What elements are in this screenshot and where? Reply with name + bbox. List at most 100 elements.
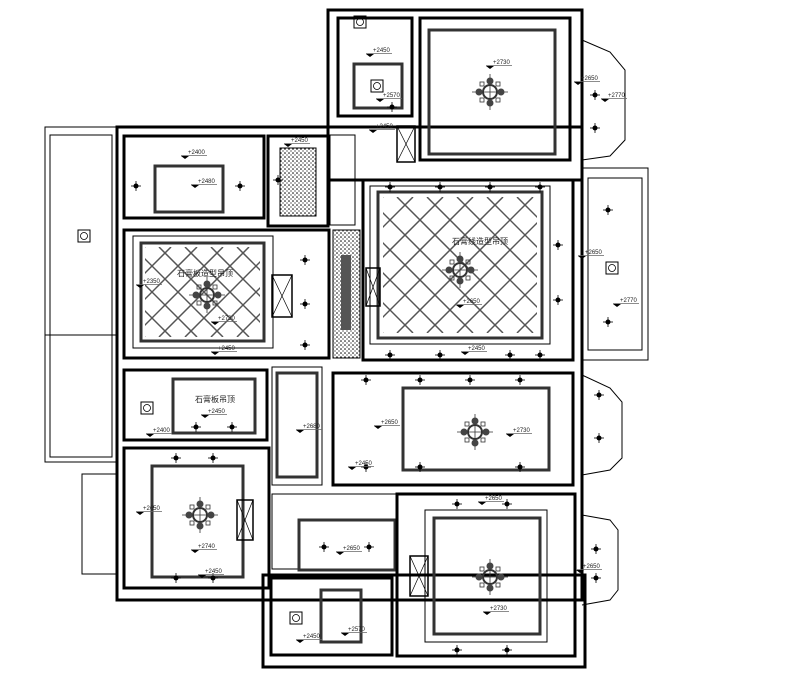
ac-vent-icon bbox=[396, 125, 416, 163]
downlight-icon bbox=[361, 375, 371, 385]
level-mark: +2480 bbox=[191, 179, 217, 188]
ceiling-lamp-icon bbox=[77, 229, 91, 243]
downlight-icon bbox=[387, 102, 397, 112]
level-triangle-icon bbox=[376, 99, 384, 102]
ceiling-level-marks: +2400 +2480 +2450 +2450 +2570 +2730 +2650 +2770… bbox=[136, 48, 639, 643]
downlight-icon bbox=[485, 182, 495, 192]
walls bbox=[44, 8, 649, 669]
ceiling-lamp-icon bbox=[605, 261, 619, 275]
level-value: +2450 bbox=[208, 409, 226, 415]
level-triangle-icon bbox=[578, 256, 586, 259]
level-mark: +2650 bbox=[576, 564, 602, 573]
level-mark: +2650 bbox=[578, 250, 604, 259]
level-value: +2770 bbox=[608, 93, 626, 99]
level-value: +2450 bbox=[303, 634, 321, 640]
level-value: +2450 bbox=[291, 138, 309, 144]
level-triangle-icon bbox=[483, 612, 491, 615]
level-value: +2450 bbox=[205, 569, 223, 575]
level-value: +2480 bbox=[198, 179, 216, 185]
chandelier-icon bbox=[182, 497, 218, 533]
level-value: +2400 bbox=[153, 428, 171, 434]
chandelier-icon bbox=[442, 252, 478, 288]
level-triangle-icon bbox=[284, 144, 292, 147]
downlight-icon bbox=[603, 205, 613, 215]
level-mark: +2650 bbox=[456, 299, 482, 308]
level-triangle-icon bbox=[181, 156, 189, 159]
level-triangle-icon bbox=[211, 322, 219, 325]
downlight-icon bbox=[235, 181, 245, 191]
downlight-icon bbox=[603, 317, 613, 327]
level-mark: +2570 bbox=[376, 93, 402, 102]
level-mark: +2650 bbox=[574, 76, 600, 85]
level-triangle-icon bbox=[296, 640, 304, 643]
downlight-icon bbox=[502, 645, 512, 655]
level-mark: +2650 bbox=[136, 506, 162, 515]
downlight-icon bbox=[171, 453, 181, 463]
level-triangle-icon bbox=[211, 352, 219, 355]
level-mark: +2450 bbox=[198, 569, 224, 578]
level-value: +2730 bbox=[513, 428, 531, 434]
level-triangle-icon bbox=[296, 430, 304, 433]
light-fixtures bbox=[77, 15, 619, 655]
level-triangle-icon bbox=[456, 305, 464, 308]
level-mark: +2350 bbox=[136, 279, 162, 288]
downlight-icon bbox=[435, 182, 445, 192]
level-mark: +2650 bbox=[478, 496, 504, 505]
downlight-icon bbox=[273, 175, 283, 185]
ceiling-lamp-icon bbox=[370, 79, 384, 93]
chandelier-icon bbox=[472, 559, 508, 595]
ceiling-lamp-icon bbox=[140, 401, 154, 415]
level-mark: +2400 bbox=[146, 428, 172, 437]
level-value: +2680 bbox=[303, 424, 321, 430]
level-mark: +2770 bbox=[601, 93, 627, 102]
level-mark: +2570 bbox=[341, 627, 367, 636]
level-mark: +2730 bbox=[483, 606, 509, 615]
level-triangle-icon bbox=[146, 434, 154, 437]
downlight-icon bbox=[415, 462, 425, 472]
chandelier-icon bbox=[457, 414, 493, 450]
downlight-icon bbox=[415, 375, 425, 385]
level-value: +2730 bbox=[218, 316, 236, 322]
level-triangle-icon bbox=[461, 352, 469, 355]
rooms bbox=[122, 16, 577, 658]
level-mark: +2450 bbox=[461, 346, 487, 355]
level-value: +2650 bbox=[485, 496, 503, 502]
level-mark: +2400 bbox=[181, 150, 207, 159]
downlight-icon bbox=[171, 573, 181, 583]
level-value: +2730 bbox=[490, 606, 508, 612]
downlight-icon bbox=[515, 375, 525, 385]
level-mark: +2450 bbox=[369, 124, 395, 133]
level-value: +2450 bbox=[355, 461, 373, 467]
ac-vent-icon bbox=[236, 499, 254, 541]
level-value: +2450 bbox=[373, 48, 391, 54]
downlight-icon bbox=[300, 255, 310, 265]
level-value: +2350 bbox=[143, 279, 161, 285]
level-value: +2770 bbox=[620, 298, 638, 304]
level-value: +2740 bbox=[198, 544, 216, 550]
level-mark: +2450 bbox=[296, 634, 322, 643]
level-mark: +2730 bbox=[506, 428, 532, 437]
level-value: +2650 bbox=[463, 299, 481, 305]
level-triangle-icon bbox=[613, 304, 621, 307]
level-value: +2450 bbox=[376, 124, 394, 130]
downlight-icon bbox=[361, 462, 371, 472]
level-triangle-icon bbox=[191, 550, 199, 553]
level-value: +2730 bbox=[493, 60, 511, 66]
level-triangle-icon bbox=[574, 82, 582, 85]
level-mark: +2680 bbox=[296, 424, 322, 433]
level-value: +2650 bbox=[581, 76, 599, 82]
downlight-icon bbox=[535, 350, 545, 360]
downlight-icon bbox=[505, 350, 515, 360]
downlight-icon bbox=[515, 462, 525, 472]
ceiling-lamp-icon bbox=[289, 611, 303, 625]
level-triangle-icon bbox=[374, 426, 382, 429]
level-triangle-icon bbox=[191, 185, 199, 188]
level-value: +2650 bbox=[143, 506, 161, 512]
level-triangle-icon bbox=[136, 285, 144, 288]
downlight-icon bbox=[553, 240, 563, 250]
downlight-icon bbox=[435, 350, 445, 360]
labels: 石膏板吊顶 石膏板造型吊顶 石膏线造型吊顶 bbox=[177, 236, 508, 404]
downlight-icon bbox=[319, 542, 329, 552]
downlight-icon bbox=[385, 350, 395, 360]
